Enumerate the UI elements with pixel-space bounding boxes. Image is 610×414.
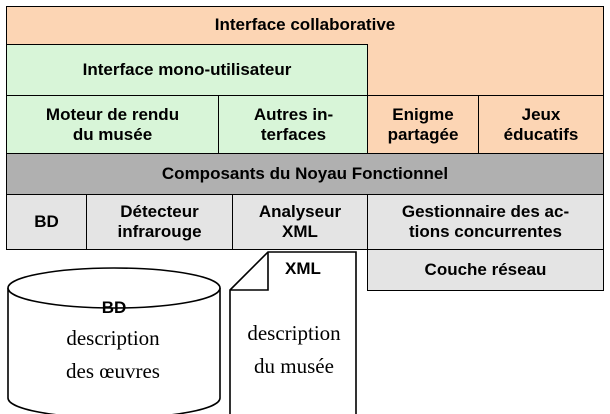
xml-parser-box: Analyseur XML [232,194,368,250]
bd-component-box: BD [6,194,87,250]
xml-document-description: description du musée [247,321,341,378]
network-layer-label: Couche réseau [424,260,547,279]
database-label: BD [101,298,127,317]
ir-detector-box: Détecteur infrarouge [86,194,233,250]
ir-detector-label: Détecteur infrarouge [117,202,202,241]
concurrency-manager-label: Gestionnaire des ac- tions concurrentes [401,202,570,241]
render-engine-box: Moteur de rendu du musée [6,95,219,154]
core-components-bar: Composants du Noyau Fonctionnel [6,153,604,195]
xml-document-icon [229,251,357,414]
bd-component-label: BD [34,212,59,231]
database-description: description des œuvres [66,326,160,383]
core-components-label: Composants du Noyau Fonctionnel [161,164,449,183]
concurrency-manager-box: Gestionnaire des ac- tions concurrentes [367,194,604,250]
xml-document-label: XML [285,259,321,278]
render-engine-label: Moteur de rendu du musée [45,104,180,144]
educational-games-box: Jeux éducatifs [478,95,604,154]
other-interfaces-box: Autres in- terfaces [218,95,369,154]
mono-user-interface-label: Interface mono-utilisateur [82,60,292,79]
educational-games-label: Jeux éducatifs [503,104,579,144]
database-cylinder-icon [7,267,221,414]
network-layer-box: Couche réseau [367,249,604,291]
shared-enigma-label: Enigme partagée [387,104,459,144]
other-interfaces-label: Autres in- terfaces [253,104,334,144]
xml-parser-label: Analyseur XML [258,202,342,241]
collaborative-interface-label: Interface collaborative [214,15,396,34]
